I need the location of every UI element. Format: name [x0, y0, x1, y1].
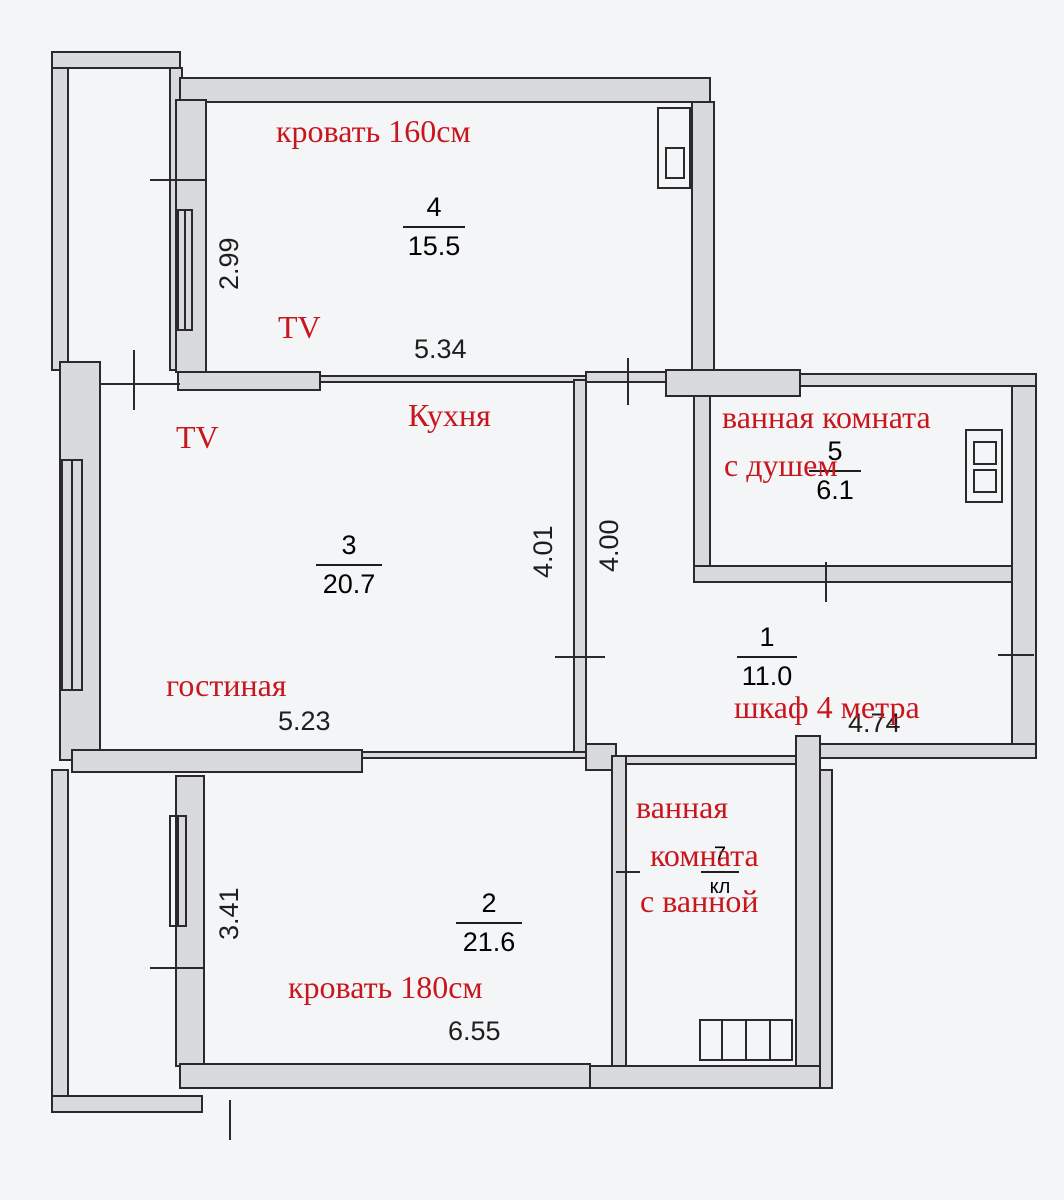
riser-bath5-inner [973, 441, 997, 465]
living-left-wall [59, 361, 101, 761]
corridor-top-wall [585, 371, 667, 383]
bedroom4-right-wall [691, 101, 715, 373]
balcony-lower-inner-wall [175, 775, 205, 1067]
partition-3-1 [573, 379, 587, 753]
bath-tub-left-wall [611, 755, 627, 1067]
bottom-wall-right [589, 1065, 831, 1089]
wall-between-4-and-3-right [319, 375, 591, 383]
wall-between-3-and-2 [71, 749, 363, 773]
bedroom4-top-wall [179, 77, 711, 103]
riser-bedroom4-inner [665, 147, 685, 179]
balcony-upper-top-wall [51, 51, 181, 69]
corridor-right-return [819, 743, 1037, 759]
bath-tub-right-wall [795, 735, 821, 1077]
bath5-top-wall-right [799, 373, 1037, 387]
riser-bath5-inner-2 [973, 469, 997, 493]
outer-right-lower-wall [819, 769, 833, 1089]
balcony-upper-outer-wall [51, 51, 69, 371]
riser-bedroom4 [657, 107, 691, 189]
riser-bath5 [965, 429, 1003, 503]
bath5-right-wall [1011, 385, 1037, 747]
bath-tub-top-wall [625, 755, 797, 765]
wall-between-4-and-3 [177, 371, 321, 391]
balcony-lower-outer-wall [51, 769, 69, 1101]
bath5-bottom-wall [693, 565, 1013, 583]
balcony-lower-bottom-wall [51, 1095, 203, 1113]
bath5-top-wall [665, 369, 801, 397]
wall-between-3-and-2-right [361, 751, 587, 759]
bottom-wall-left [179, 1063, 591, 1089]
bath5-left-wall [693, 395, 711, 575]
